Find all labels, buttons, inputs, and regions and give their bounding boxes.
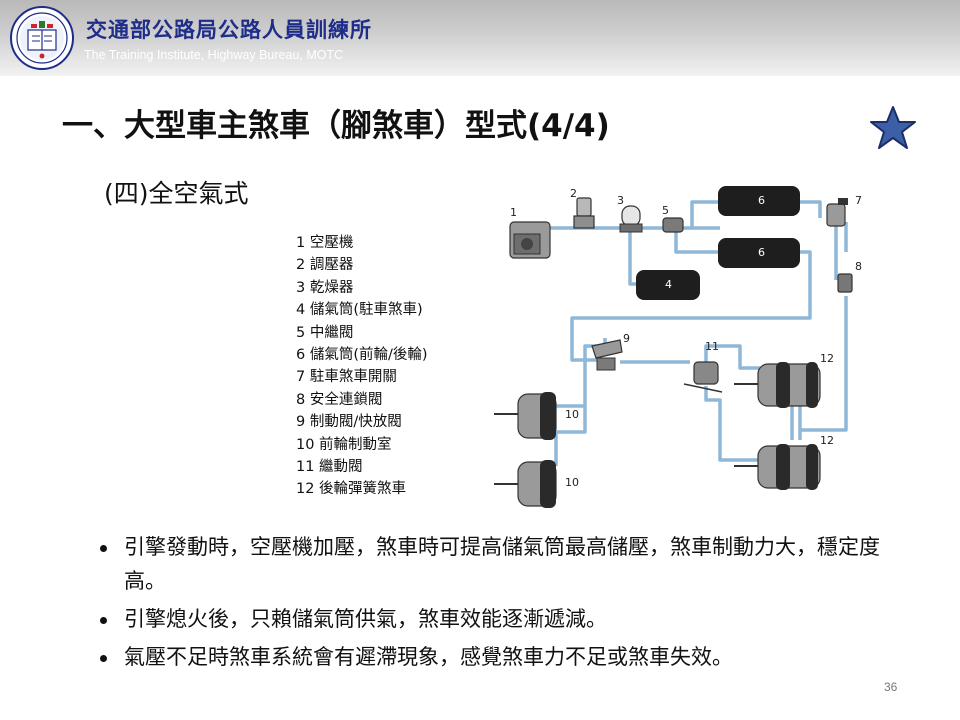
label-10b: 10: [565, 476, 579, 489]
air-brake-system-diagram: 1 2 3 4 5 6 6 7 8 9 10 10 11 12 12: [494, 186, 862, 508]
legend-item: 1 空壓機: [296, 235, 354, 251]
brake-valve: [591, 339, 623, 371]
legend-item: 11 繼動閥: [296, 459, 363, 476]
label-8: 8: [855, 260, 862, 273]
front-brake-chambers: [494, 392, 557, 508]
rear-spring-brakes: [734, 362, 821, 490]
label-6b: 6: [758, 246, 765, 259]
institute-seal-icon: [10, 6, 74, 70]
legend-item: 10 前輪制動室: [296, 436, 392, 453]
bullet-dot-icon: [100, 545, 107, 552]
component-legend: 1 空壓機 2 調壓器 3 乾燥器 4 儲氣筒(駐車煞車) 5 中繼閥 6 儲氣…: [296, 232, 428, 501]
legend-item: 2 調壓器: [296, 257, 354, 274]
label-2: 2: [570, 187, 577, 200]
label-6a: 6: [758, 194, 765, 207]
legend-item: 9 制動閥/快放閥: [296, 414, 402, 431]
label-12b: 12: [820, 434, 834, 447]
section-subtitle: (四)全空氣式: [104, 179, 249, 208]
relay-valve-5: [662, 217, 684, 233]
legend-item: 3 乾燥器: [296, 279, 354, 296]
parking-brake-switch: [826, 198, 848, 227]
governor: [573, 197, 595, 229]
label-1: 1: [510, 206, 517, 219]
legend-item: 4 儲氣筒(駐車煞車): [296, 302, 423, 319]
star-icon: [870, 106, 916, 149]
compressor: [509, 221, 551, 259]
air-pipes: [540, 200, 848, 466]
safety-interlock-valve: [837, 273, 853, 293]
legend-item: 5 中繼閥: [296, 324, 354, 341]
label-11: 11: [705, 340, 719, 353]
bullet-text: 引擎熄火後，只賴儲氣筒供氣，煞車效能逐漸遞減。: [124, 607, 607, 631]
relay-valve-11: [683, 361, 723, 393]
org-name-zh: 交通部公路局公路人員訓練所: [86, 18, 372, 42]
label-12a: 12: [820, 352, 834, 365]
bullet-dot-icon: [100, 617, 107, 624]
label-5: 5: [662, 204, 669, 217]
label-7: 7: [855, 194, 862, 207]
legend-item: 8 安全連鎖閥: [296, 391, 383, 408]
label-3: 3: [617, 194, 624, 207]
label-10a: 10: [565, 408, 579, 421]
bullet-text: 引擎發動時，空壓機加壓，煞車時可提高儲氣筒最高儲壓，煞車制動力大，穩定度高。: [124, 535, 880, 593]
legend-item: 6 儲氣筒(前輪/後輪): [296, 347, 428, 364]
bullet-dot-icon: [100, 655, 107, 662]
legend-item: 7 駐車煞車開關: [296, 369, 397, 386]
legend-item: 12 後輪彈簧煞車: [296, 481, 407, 498]
header-banner: 交通部公路局公路人員訓練所 The Training Institute, Hi…: [0, 0, 960, 76]
bullet-list: 引擎發動時，空壓機加壓，煞車時可提高儲氣筒最高儲壓，煞車制動力大，穩定度高。 引…: [100, 530, 920, 678]
label-9: 9: [623, 332, 630, 345]
org-name-en: The Training Institute, Highway Bureau, …: [84, 48, 344, 62]
bullet-item: 引擎發動時，空壓機加壓，煞車時可提高儲氣筒最高儲壓，煞車制動力大，穩定度高。: [100, 530, 920, 598]
slide-title: 一、大型車主煞車（腳煞車）型式(4/4): [62, 108, 610, 144]
label-4: 4: [665, 278, 672, 291]
diagram-labels: 1 2 3 4 5 6 6 7 8 9 10 10 11 12 12: [510, 187, 862, 489]
air-dryer: [619, 205, 643, 233]
page-number: 36: [884, 680, 898, 694]
bullet-text: 氣壓不足時煞車系統會有遲滯現象，感覺煞車力不足或煞車失效。: [124, 645, 733, 669]
bullet-item: 氣壓不足時煞車系統會有遲滯現象，感覺煞車力不足或煞車失效。: [100, 640, 920, 674]
reservoir-tanks: [636, 186, 800, 300]
bullet-item: 引擎熄火後，只賴儲氣筒供氣，煞車效能逐漸遞減。: [100, 602, 920, 636]
